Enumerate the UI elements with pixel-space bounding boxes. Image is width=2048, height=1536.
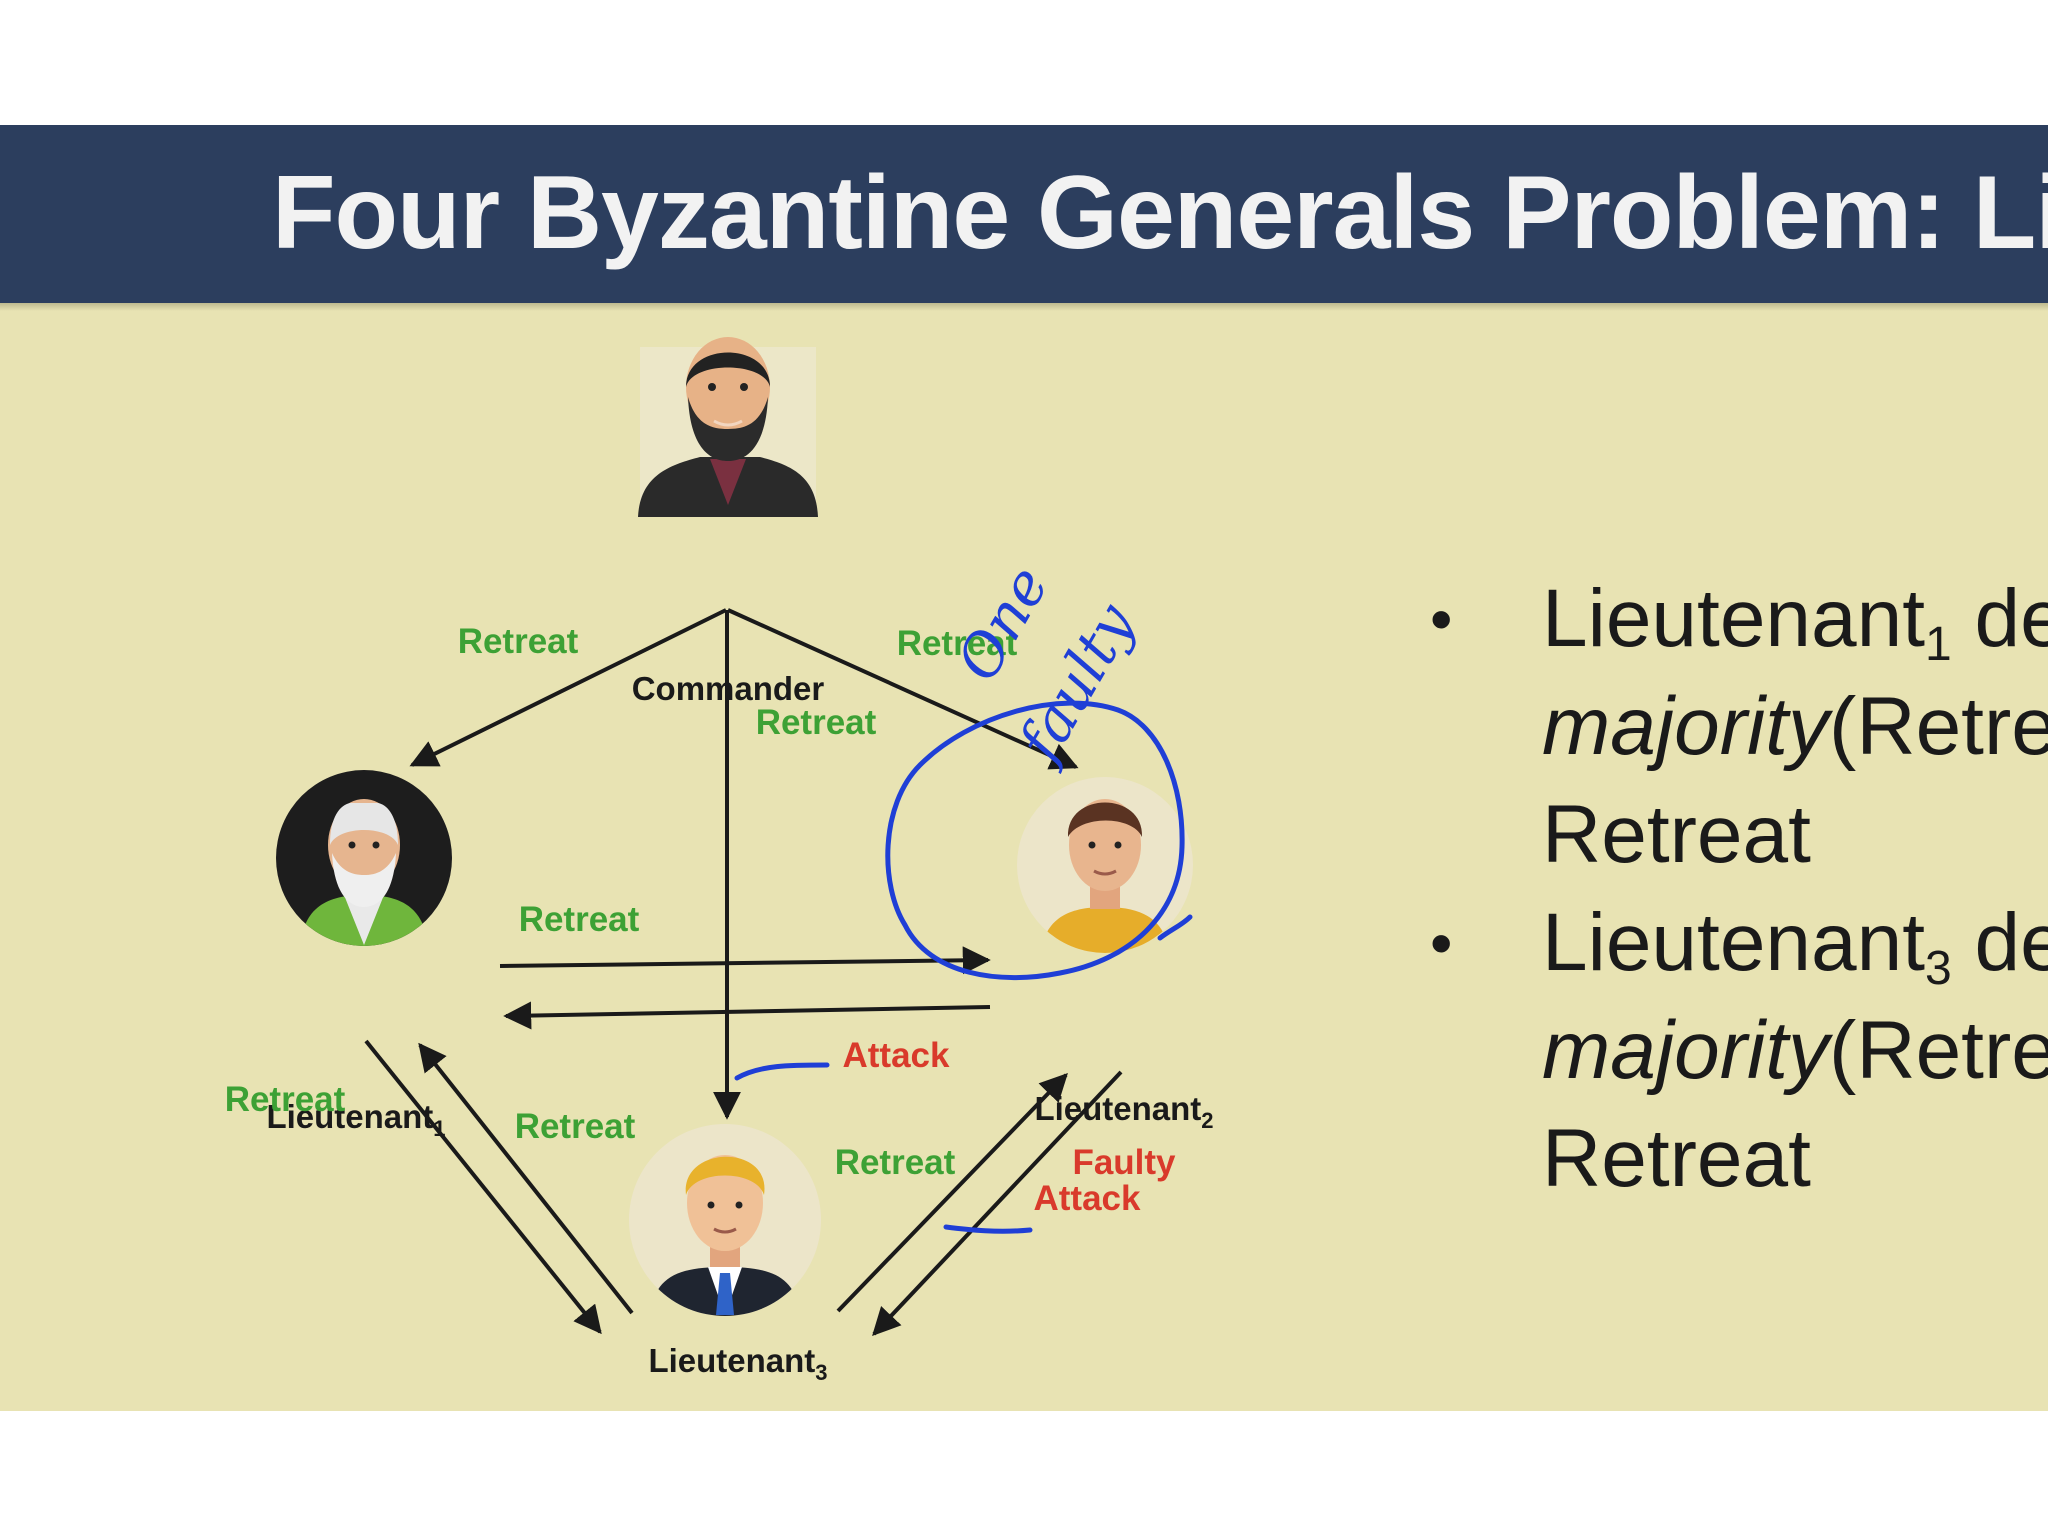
bullet1-result: Retreat: [1542, 789, 1811, 880]
arrow-l3-to-l2: [836, 1072, 1068, 1313]
bullet-item-2: • Lieutenant3 dec majority(Retrea Retreat: [1430, 889, 2048, 1213]
bullet-item-1: • Lieutenant1 dec majority(Retrea Retreat: [1430, 565, 2048, 889]
arrow-commander-to-l1: [409, 608, 727, 767]
bullet1-sub: 1: [1925, 618, 1952, 671]
edge-label-c-l3: Retreat: [756, 703, 877, 742]
lieutenant2-faulty-label: Faulty: [1072, 1143, 1176, 1182]
title-bar-shadow: [0, 303, 2048, 311]
bullet1-name: Lieutenant: [1542, 573, 1926, 664]
bullet1-args: (Retrea: [1829, 681, 2048, 772]
strike-mark-center: [734, 1062, 830, 1081]
slide: Four Byzantine Generals Problem: Lieuten…: [0, 125, 2048, 1411]
bullet1-verb: dec: [1974, 573, 2048, 664]
edge-label-l3-l1: Retreat: [515, 1107, 636, 1146]
edge-label-c-l1: Retreat: [458, 622, 579, 661]
edge-label-c-l2: Retreat: [897, 624, 1018, 663]
bullet2-sub: 3: [1925, 942, 1952, 995]
bullet2-func: majority: [1542, 1005, 1830, 1096]
young-man-avatar-icon: [1017, 777, 1193, 953]
strike-mark-right: [943, 1224, 1033, 1234]
arrow-l1-to-l2: [499, 946, 991, 975]
lieutenant2-label: Lieutenant2: [1034, 1090, 1213, 1133]
bullet2-result: Retreat: [1542, 1113, 1811, 1204]
bullet1-func: majority: [1542, 681, 1830, 772]
arrow-l2-to-l1: [503, 1001, 991, 1030]
arrow-commander-to-l2: [727, 608, 1079, 770]
arrow-l3-to-l1: [418, 1042, 634, 1315]
bullet2-args: (Retrea: [1829, 1005, 2048, 1096]
title-bar: Four Byzantine Generals Problem: Lieuten…: [0, 125, 2048, 303]
bullet-dot-icon: •: [1430, 907, 1453, 979]
commander-avatar-icon: [638, 337, 818, 517]
bullet-list: •Lieutenant1 dec majority(Retrea Retreat…: [1430, 565, 2048, 1213]
faulty-circle-annotation: [885, 700, 1185, 981]
lieutenant3-label: Lieutenant3: [648, 1342, 827, 1385]
bullet2-verb: dec: [1974, 897, 2048, 988]
edge-label-l2-l3-center: Attack: [843, 1036, 951, 1075]
edge-label-l1-l2: Retreat: [519, 900, 640, 939]
bullet2-name: Lieutenant: [1542, 897, 1926, 988]
slide-title: Four Byzantine Generals Problem: Lieuten…: [272, 155, 2048, 271]
lieutenant1-label: Lieutenant1: [266, 1098, 445, 1141]
underline-mark: [1157, 914, 1193, 941]
edge-label-l2-l3: Attack: [1034, 1179, 1142, 1218]
edge-label-l3-l2: Retreat: [835, 1143, 956, 1182]
arrow-l2-to-l3: [872, 1070, 1123, 1337]
old-man-avatar-icon: [276, 770, 452, 946]
blonde-businessman-avatar-icon: [629, 1124, 821, 1316]
edge-label-l1-l3: Retreat: [225, 1080, 346, 1119]
bottom-margin: [0, 1411, 2048, 1536]
arrow-l1-to-l3: [364, 1039, 602, 1335]
generals-diagram: Commander Lieutenant1: [225, 337, 1214, 1385]
bullet-dot-icon: •: [1430, 583, 1453, 655]
